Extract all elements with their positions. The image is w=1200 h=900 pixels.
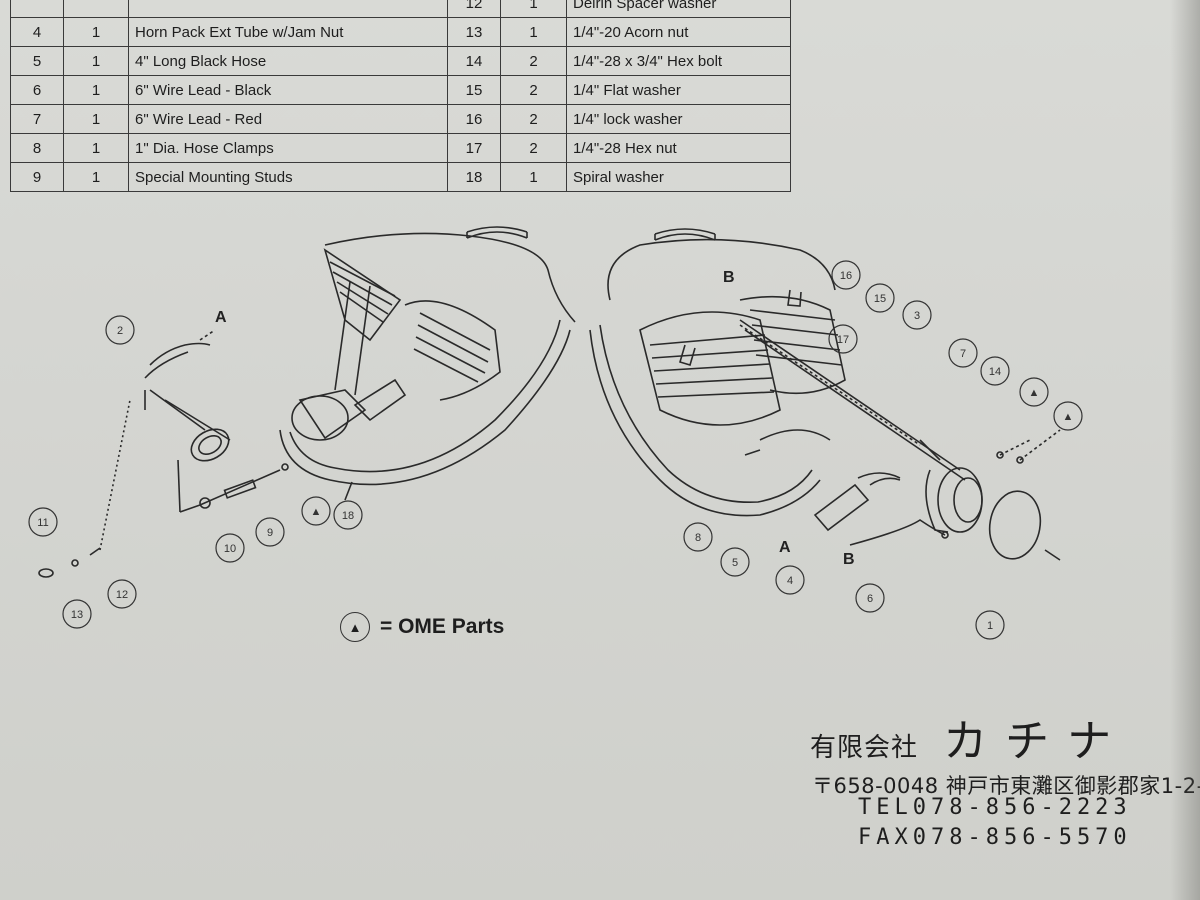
paper-edge-shadow — [1170, 0, 1200, 900]
callout-circle — [948, 338, 978, 368]
company-fax: FAX078-856-5570 — [858, 825, 1132, 850]
callout-number: 17 — [837, 334, 849, 346]
callout-circle — [683, 522, 713, 552]
callout-circle — [980, 356, 1010, 386]
company-type: 有限会社 — [810, 733, 919, 763]
table-cell-right-num: 13 — [447, 17, 501, 47]
ome-callout-circle — [301, 496, 331, 526]
table-cell-right-num: 18 — [447, 162, 501, 192]
company-tel: TEL078-856-2223 — [858, 795, 1132, 820]
legend-text: = OME Parts — [380, 615, 505, 638]
right-motorcycle-drawing — [589, 228, 1061, 561]
callout-number: 16 — [840, 270, 852, 282]
callout-circle — [107, 579, 137, 609]
callout-circle — [28, 507, 58, 537]
table-cell-right-desc: 1/4" Flat washer — [566, 75, 791, 105]
ome-callout-circle — [1019, 377, 1049, 407]
callout-number: 11 — [37, 517, 48, 529]
company-name: 有限会社 カチナ — [810, 705, 1129, 769]
table-cell-left-desc: Special Mounting Studs — [128, 162, 448, 192]
table-cell-right-desc: 1/4" lock washer — [566, 104, 791, 134]
callout-number: 7 — [960, 348, 966, 360]
triangle-icon: ▲ — [311, 506, 322, 518]
callout-number: 4 — [787, 575, 793, 587]
table-cell-left-qty: 1 — [63, 17, 129, 47]
table-cell-left-desc: 4" Long Black Hose — [128, 46, 448, 76]
callout-circle — [831, 260, 861, 290]
callout-circle — [105, 315, 135, 345]
triangle-icon: ▲ — [340, 612, 370, 642]
table-cell-left-desc: Horn Pack Ext Tube w/Jam Nut — [128, 17, 448, 47]
callout-number: 2 — [117, 325, 123, 337]
triangle-icon: ▲ — [1063, 411, 1074, 423]
callout-circle — [855, 583, 885, 613]
table-cell-right-qty: 2 — [500, 133, 567, 163]
callout-number: 15 — [874, 293, 886, 305]
table-cell-right-desc: 1/4"-28 Hex nut — [566, 133, 791, 163]
company-address: 〒658-0048 神戸市東灘区御影郡家1-2-6 — [812, 774, 1200, 798]
table-cell-left-desc: 6" Wire Lead - Black — [128, 75, 448, 105]
table-cell-right-num: 15 — [447, 75, 501, 105]
callout-circle — [255, 517, 285, 547]
label-letter-b: B — [843, 551, 855, 568]
label-letter-a: A — [779, 539, 791, 556]
company-brand: カチナ — [943, 716, 1130, 767]
table-cell-right-desc: Spiral washer — [566, 162, 791, 192]
callout-circle — [975, 610, 1005, 640]
ome-callout-circle — [1053, 401, 1083, 431]
callout-circle — [720, 547, 750, 577]
callout-number: 3 — [914, 310, 920, 322]
callout-number: 18 — [342, 510, 354, 522]
callout-number: 8 — [695, 532, 701, 544]
label-letter-b: B — [723, 269, 735, 286]
callout-number: 13 — [71, 609, 83, 621]
table-cell-right-qty: 2 — [500, 104, 567, 134]
table-cell-left-qty: 1 — [63, 133, 129, 163]
table-cell-left-desc: 1" Dia. Hose Clamps — [128, 133, 448, 163]
callout-circle — [62, 599, 92, 629]
callout-circle — [865, 283, 895, 313]
table-cell-right-num: 17 — [447, 133, 501, 163]
callout-circle — [828, 324, 858, 354]
callout-circle — [902, 300, 932, 330]
callout-circle — [775, 565, 805, 595]
left-motorcycle-drawing — [279, 226, 576, 501]
label-letter-a: A — [215, 309, 227, 326]
table-cell-right-desc: 1/4"-20 Acorn nut — [566, 17, 791, 47]
callout-circle — [333, 500, 363, 530]
callout-number: 6 — [867, 593, 873, 605]
callout-circle — [215, 533, 245, 563]
left-horn-assembly — [38, 329, 289, 578]
callout-number: 12 — [116, 589, 128, 601]
table-cell-right-desc: 1/4"-28 x 3/4" Hex bolt — [566, 46, 791, 76]
callout-number: 10 — [224, 543, 236, 555]
callout-number: 1 — [987, 620, 993, 632]
callout-number: 5 — [732, 557, 738, 569]
table-cell-left-qty: 1 — [63, 46, 129, 76]
callout-number: 9 — [267, 527, 273, 539]
legend: ▲ = OME Parts — [340, 612, 504, 642]
triangle-icon: ▲ — [1029, 387, 1040, 399]
callout-number: 14 — [989, 366, 1001, 378]
